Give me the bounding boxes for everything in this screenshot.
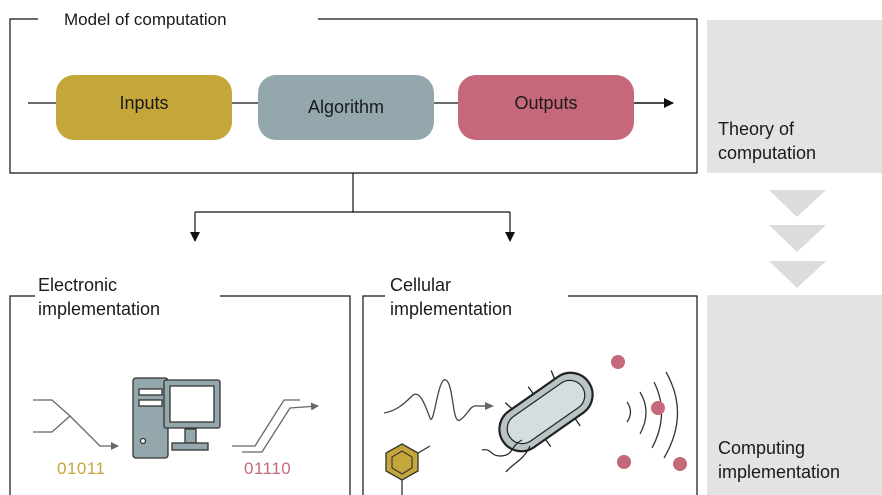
computing-label-line2: implementation [718, 462, 841, 482]
computing-label-line1: Computing [718, 438, 806, 458]
input-binary-code: 01011 [57, 459, 106, 478]
output-molecule-1 [611, 355, 625, 369]
cellular-box-frame [362, 295, 698, 495]
implementation-panel [707, 295, 882, 495]
computer-icon [132, 377, 221, 459]
wave-arrowhead [485, 402, 494, 410]
electronic-title-line2: implementation [38, 299, 161, 319]
algorithm-pill [258, 75, 434, 140]
emission-waves-icon [626, 371, 679, 459]
cellular-title-line1: Cellular [390, 275, 452, 295]
output-binary-code: 01110 [244, 459, 292, 478]
inputs-label: Inputs [119, 93, 169, 113]
output-signal-icon [232, 399, 319, 453]
theory-label-line2: computation [718, 143, 817, 163]
light-wave-icon [383, 379, 488, 421]
outputs-label: Outputs [514, 93, 578, 113]
molecule-icon [385, 443, 431, 495]
cellular-title-line2: implementation [390, 299, 513, 319]
down-arrow-2 [769, 225, 826, 252]
outputs-pill [458, 75, 634, 140]
output-molecule-3 [617, 455, 631, 469]
inputs-pill [56, 75, 232, 140]
output-molecule-2 [651, 401, 665, 415]
model-title: Model of computation [64, 10, 227, 29]
theory-label-line1: Theory of [718, 119, 795, 139]
input-signal-icon [33, 399, 119, 450]
algorithm-label: Algorithm [307, 97, 385, 117]
electronic-title-line1: Electronic [38, 275, 118, 295]
branch-connector [190, 173, 515, 242]
down-arrow-1 [769, 190, 826, 217]
down-arrow-3 [769, 261, 826, 288]
output-molecule-4 [673, 457, 687, 471]
theory-panel [707, 20, 882, 173]
electronic-box-frame [9, 295, 351, 495]
bacterium-icon [481, 370, 594, 473]
